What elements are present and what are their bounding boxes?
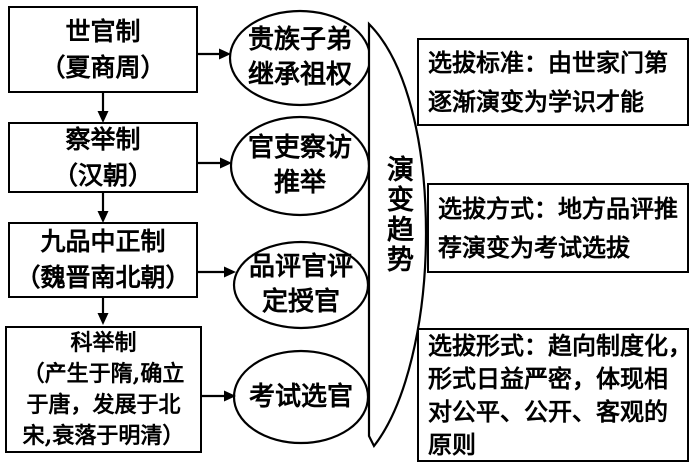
trend-crescent-shape [367, 21, 428, 449]
system-box-line: 世官制 [65, 16, 141, 46]
system-box-line: 宋,衰落于明清） [22, 422, 185, 449]
method-ellipse-4 [232, 349, 370, 445]
summary-line: 原则 [428, 430, 476, 459]
summary-line: 形式日益严密，体现相 [428, 364, 668, 393]
method-ellipse-3 [232, 240, 370, 330]
trend-label: 演变趋势 [382, 155, 413, 275]
method-ellipse-2 [229, 115, 371, 217]
system-box-shiguanzhi: 世官制 （夏商周） [8, 6, 198, 93]
arrow-down-1 [97, 93, 109, 123]
system-box-line: （产生于隋,确立 [22, 360, 185, 387]
summary-line: 选拔标准：由世家门第 [428, 48, 668, 77]
system-box-line: 于唐，发展于北 [26, 391, 181, 418]
arrow-right-3 [198, 266, 236, 278]
summary-line: 选拔方式：地方品评推 [438, 194, 678, 223]
system-box-jiupinzhongzheng: 九品中正制 （魏晋南北朝） [8, 222, 198, 298]
method-ellipse-1 [228, 9, 372, 107]
arrow-down-3 [97, 298, 109, 325]
summary-box-form: 选拔形式：趋向制度化， 形式日益严密，体现相 对公平、公开、客观的 原则 [417, 328, 692, 462]
system-box-chajuzhi: 察举制 （汉朝） [8, 122, 198, 193]
summary-box-standard: 选拔标准：由世家门第 逐渐演变为学识才能 [417, 38, 689, 126]
arrow-down-2 [97, 193, 109, 223]
arrow-right-2 [198, 157, 232, 169]
summary-box-method: 选拔方式：地方品评推 荐演变为考试选拔 [427, 183, 689, 273]
arrow-right-1 [198, 48, 231, 60]
summary-line: 对公平、公开、客观的 [428, 397, 668, 426]
system-box-kejuzhi: 科举制 （产生于隋,确立 于唐，发展于北 宋,衰落于明清） [5, 326, 202, 453]
system-box-line: （汉朝） [52, 160, 153, 190]
system-box-line: （魏晋南北朝） [15, 263, 191, 292]
system-box-line: 科举制 [70, 329, 137, 356]
summary-line: 逐渐演变为学识才能 [428, 87, 644, 116]
system-box-line: 察举制 [65, 124, 141, 154]
summary-line: 选拔形式：趋向制度化， [428, 331, 692, 360]
system-box-line: 九品中正制 [40, 227, 166, 256]
system-box-line: （夏商周） [40, 52, 166, 82]
arrow-right-4 [202, 390, 236, 402]
summary-line: 荐演变为考试选拔 [438, 233, 630, 262]
